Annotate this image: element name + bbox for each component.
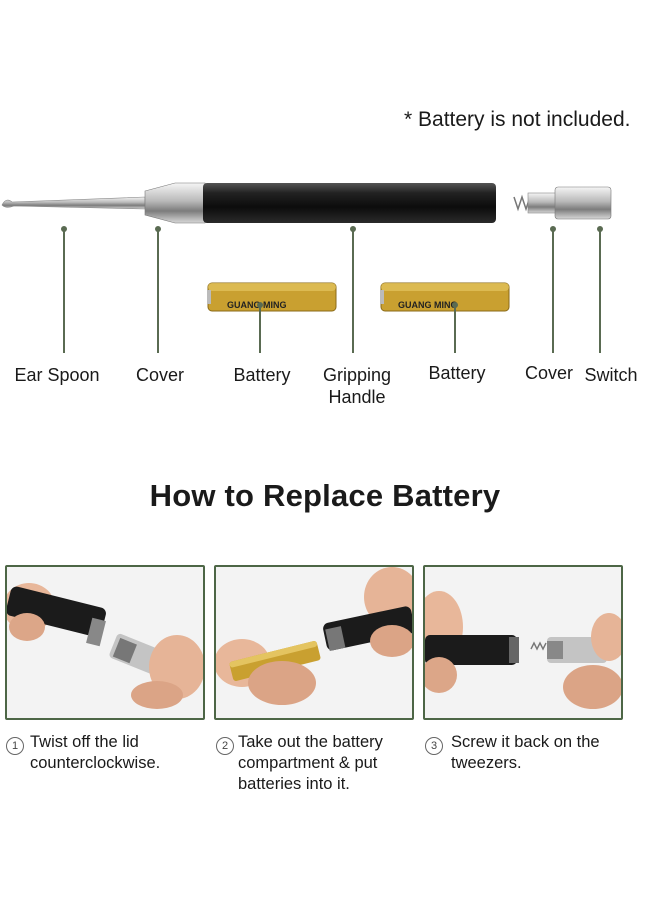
step-3-illustration [425,567,621,718]
step-3-photo [423,565,623,720]
switch-leader [599,229,601,353]
step-2-photo [214,565,414,720]
ear-spoon-tip [1,196,146,210]
label-cover-right: Cover [524,363,573,383]
step-1-photo [5,565,205,720]
step-3-text: Screw it back on the tweezers. [451,732,600,774]
battery-right-leader [454,305,456,353]
label-gripping-handle-line1: Gripping [322,365,392,385]
step-1-line1: Twist off the lid [30,733,139,751]
label-gripping-handle-line2: Handle [328,387,386,407]
rear-cover-thread [527,192,557,214]
label-gripping-handle: Gripping Handle [307,364,407,408]
cover-right-leader [552,229,554,353]
label-battery-left: Battery [233,365,291,385]
step-1-text: Twist off the lid counterclockwise. [30,732,160,774]
step-2-line1: Take out the battery [238,733,383,751]
ear-spoon-leader [63,229,65,353]
battery-left-leader [259,305,261,353]
step-2-text: Take out the battery compartment & put b… [238,732,383,795]
ear-cleaner-diagram [1,182,612,224]
front-cover [144,182,206,224]
handle-body [203,183,496,223]
step-1-line2: counterclockwise. [30,754,161,772]
step-2-line2: compartment & put [238,754,378,772]
battery-image-right: GUANG MING [380,282,510,312]
handle-leader [352,229,354,353]
step-2-number: 2 [216,737,234,755]
step-3-line2: tweezers. [451,754,522,772]
switch-cap [554,186,612,220]
label-switch: Switch [584,365,638,385]
label-ear-spoon: Ear Spoon [14,365,100,385]
step-1-number: 1 [6,737,24,755]
cover-left-leader [157,229,159,353]
battery-brand-right: GUANG MING [398,300,458,310]
label-cover-left: Cover [135,365,184,385]
battery-brand-left: GUANG MING [227,300,287,310]
battery-image-left: GUANG MING [207,282,337,312]
section-title: How to Replace Battery [149,478,501,513]
step-3-number: 3 [425,737,443,755]
battery-not-included-note: * Battery is not included. [404,108,631,131]
step-2-line3: batteries into it. [238,775,350,793]
step-1-illustration [7,567,203,718]
step-3-line1: Screw it back on the [451,733,600,751]
label-battery-right: Battery [428,363,486,383]
step-2-illustration [216,567,412,718]
